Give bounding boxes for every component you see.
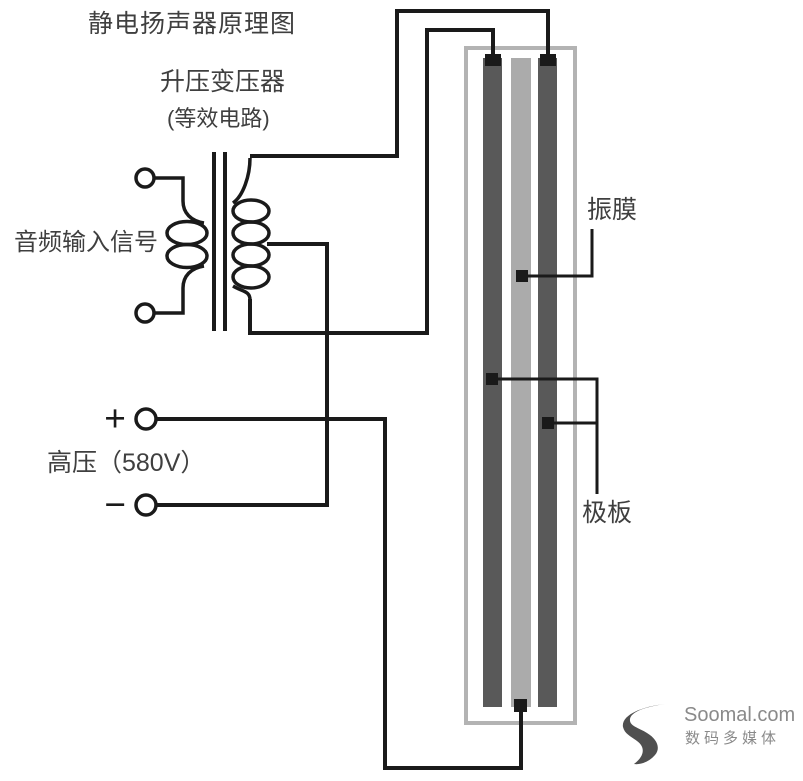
secondary-loop-2 — [231, 220, 271, 246]
watermark-brand: Soomal.com — [684, 704, 796, 726]
audio-input-terminal-bottom — [134, 302, 156, 324]
right-plate-top-pad — [540, 54, 556, 66]
secondary-top-arc — [231, 157, 252, 205]
hv-label: 高压（580V） — [47, 449, 206, 477]
diaphragm-bar — [511, 58, 531, 707]
transformer-core-icon — [212, 152, 227, 331]
transformer-label: 升压变压器 — [160, 68, 286, 96]
page-title: 静电扬声器原理图 — [88, 10, 297, 38]
transformer-sublabel: (等效电路) — [167, 106, 270, 131]
primary-bottom-lead — [154, 264, 205, 315]
hv-minus-sign: − — [104, 484, 126, 525]
hv-plus-sign: + — [104, 398, 126, 439]
plate-label: 极板 — [582, 499, 633, 527]
wire-secondary-top-to-right-plate — [250, 9, 550, 158]
secondary-coil-icon — [231, 157, 271, 301]
plate-left-callout-pad — [486, 373, 498, 385]
soomal-s-icon — [622, 704, 665, 765]
plate-left-callout-line — [492, 377, 599, 494]
plate-right-bar — [538, 58, 557, 707]
hv-negative-terminal — [134, 493, 158, 517]
diaphragm-callout-pad — [516, 270, 528, 282]
secondary-loop-4 — [231, 264, 271, 290]
secondary-bottom-arc — [232, 284, 252, 301]
audio-input-label: 音频输入信号 — [14, 229, 158, 256]
audio-input-terminal-top — [134, 167, 156, 189]
primary-loop-1 — [165, 219, 209, 247]
watermark-tagline: 数码多媒体 — [685, 730, 781, 747]
secondary-loop-1 — [231, 198, 271, 224]
wire-hv-plus-to-diaphragm — [155, 417, 523, 770]
wire-center-tap-to-hv-minus — [155, 242, 329, 507]
diaphragm-label: 振膜 — [587, 196, 638, 224]
plate-right-callout-pad — [542, 417, 554, 429]
hv-positive-terminal — [134, 407, 158, 431]
wire-secondary-bottom-to-left-plate — [248, 28, 495, 335]
secondary-loop-3 — [231, 242, 271, 268]
primary-coil-icon — [154, 176, 209, 315]
primary-loop-2 — [165, 242, 209, 270]
diaphragm-bottom-pad — [514, 699, 527, 712]
left-plate-top-pad — [485, 54, 501, 66]
primary-top-lead — [154, 176, 205, 225]
diaphragm-callout-line — [522, 229, 594, 278]
